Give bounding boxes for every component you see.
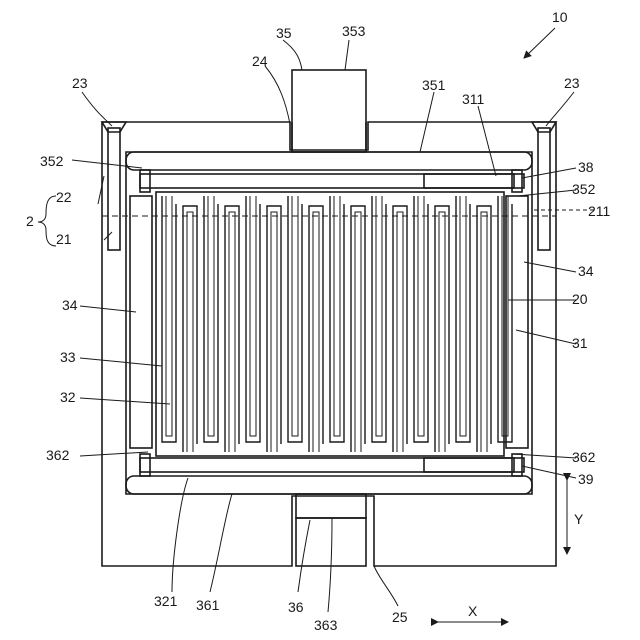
label-22: 22 — [56, 189, 72, 205]
fin-33 — [246, 196, 260, 442]
fin-inner-wall — [292, 196, 298, 436]
bolt-slot-left — [108, 128, 120, 250]
fin-32 — [183, 206, 197, 452]
bracket-2 — [38, 196, 56, 246]
top-plate-351 — [126, 152, 532, 170]
fin-33 — [498, 196, 512, 442]
label-362-left: 362 — [46, 447, 70, 463]
fin-inner-wall — [166, 196, 172, 436]
fin-33 — [288, 196, 302, 442]
upper-shaft-35 — [292, 70, 366, 152]
fin-inner-wall — [418, 196, 424, 436]
bottom-tie-rod-39 — [140, 458, 524, 472]
fin-32 — [435, 206, 449, 452]
label-25: 25 — [392, 609, 408, 625]
fin-inner-wall — [502, 196, 508, 436]
bottom-rod-segment — [424, 458, 514, 472]
lower-block-36 — [296, 494, 366, 518]
fin-33 — [414, 196, 428, 442]
fin-33 — [456, 196, 470, 442]
bolt-head-right — [532, 122, 556, 132]
label-36: 36 — [288, 599, 304, 615]
fin-inner-wall — [334, 196, 340, 436]
fin-inner-wall — [250, 196, 256, 436]
top-rod-segment-311 — [424, 174, 514, 188]
fin-33 — [330, 196, 344, 442]
fin-inner-wall — [460, 196, 466, 436]
fin-33 — [372, 196, 386, 442]
label-34-left: 34 — [62, 297, 78, 313]
label-33: 33 — [60, 349, 76, 365]
label-34-right: 34 — [578, 263, 594, 279]
label-352-top-right: 352 — [572, 181, 596, 197]
fin-32 — [393, 206, 407, 452]
label-10: 10 — [552, 9, 568, 25]
top-tie-rod-38 — [140, 174, 524, 188]
label-353: 353 — [342, 23, 366, 39]
label-23-right: 23 — [564, 75, 580, 91]
fin-33 — [204, 196, 218, 442]
arrow-10 — [524, 28, 555, 58]
label-311: 311 — [462, 91, 485, 107]
label-21: 21 — [56, 231, 72, 247]
fin-inner-wall — [439, 212, 445, 452]
label-39: 39 — [578, 471, 594, 487]
label-211: 211 — [588, 203, 611, 219]
side-plate-34-left — [130, 196, 152, 448]
bottom-plate-361 — [126, 476, 532, 494]
fin-32 — [225, 206, 239, 452]
label-362-right: 362 — [572, 449, 596, 465]
bolt-head-left — [102, 122, 126, 132]
label-32: 32 — [60, 389, 76, 405]
label-38: 38 — [578, 159, 594, 175]
fin-inner-wall — [187, 212, 193, 452]
fin-32 — [309, 206, 323, 452]
label-351: 351 — [422, 77, 446, 93]
label-23-left: 23 — [72, 75, 88, 91]
leader-lines — [72, 28, 594, 612]
fin-inner-wall — [397, 212, 403, 452]
fin-inner-wall — [208, 196, 214, 436]
label-35: 35 — [276, 25, 292, 41]
label-31: 31 — [572, 335, 588, 351]
fin-32 — [267, 206, 281, 452]
label-24: 24 — [252, 53, 268, 69]
label-20: 20 — [572, 291, 588, 307]
fin-33 — [162, 196, 176, 442]
fin-inner-wall — [481, 212, 487, 452]
fin-32 — [477, 206, 491, 452]
label-x: X — [468, 603, 478, 619]
label-352-top-left: 352 — [40, 153, 64, 169]
label-y: Y — [574, 511, 584, 527]
label-2: 2 — [26, 213, 34, 229]
label-361: 361 — [196, 597, 220, 613]
fin-inner-wall — [229, 212, 235, 452]
fin-inner-wall — [355, 212, 361, 452]
label-321: 321 — [154, 593, 178, 609]
bolt-slot-right — [538, 128, 550, 250]
fin-32 — [351, 206, 365, 452]
fin-stack-20 — [156, 192, 512, 456]
fin-inner-wall — [271, 212, 277, 452]
label-363: 363 — [314, 617, 338, 633]
fin-inner-wall — [376, 196, 382, 436]
fin-inner-wall — [313, 212, 319, 452]
side-plate-34-right — [506, 196, 528, 448]
